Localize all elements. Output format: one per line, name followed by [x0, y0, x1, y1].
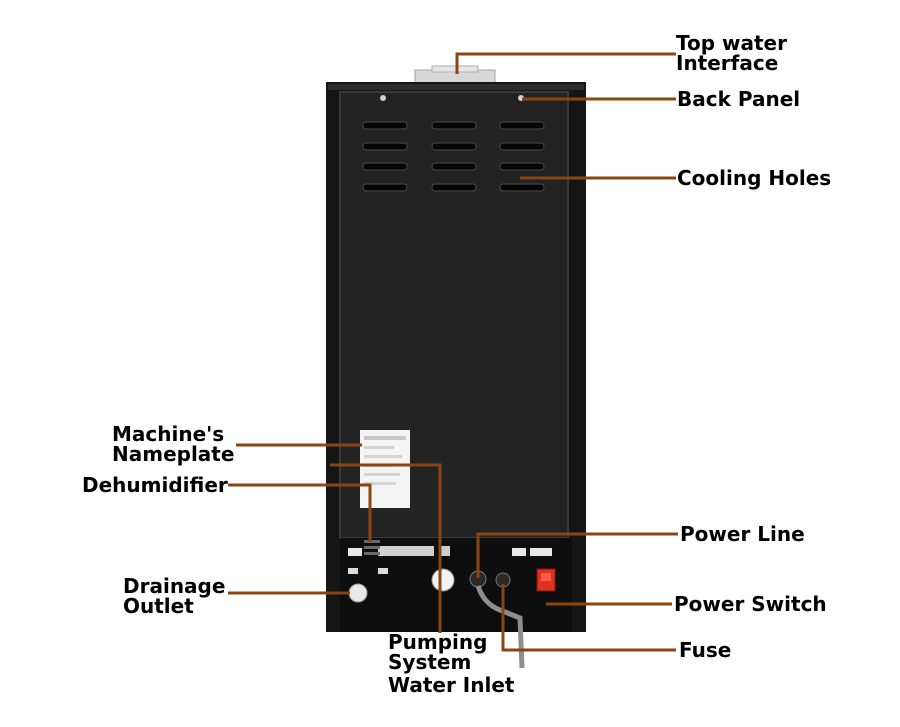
cooling-hole	[431, 142, 477, 151]
power-line-socket	[469, 570, 525, 669]
leader-dehumidifier	[228, 483, 372, 542]
leader-top-water-interface	[455, 52, 676, 74]
label-power-line-text: Power Line	[680, 522, 805, 546]
cooling-hole	[499, 121, 545, 130]
leader-power-line	[476, 532, 678, 578]
label-drainage-outlet: Drainage Outlet	[123, 576, 225, 616]
label-back-panel-text: Back Panel	[677, 87, 801, 111]
cooling-hole	[431, 162, 477, 171]
label-drainage-outlet-line2: Outlet	[123, 594, 194, 618]
leader-fuse	[501, 584, 676, 652]
machine-nameplate	[360, 430, 410, 508]
label-back-panel: Back Panel	[677, 89, 800, 109]
label-fuse-text: Fuse	[679, 638, 732, 662]
label-machine-nameplate-line1: Machine's	[112, 422, 225, 446]
leader-pumping-system-water-inlet	[330, 463, 442, 633]
leader-lines	[228, 52, 678, 652]
label-cooling-holes-text: Cooling Holes	[677, 166, 832, 190]
power-switch	[536, 568, 556, 592]
label-power-switch: Power Switch	[674, 594, 827, 614]
cooling-hole	[362, 142, 408, 151]
label-top-water-interface-line1: Top water	[676, 31, 787, 55]
label-top-water-interface: Top water Interface	[676, 33, 787, 73]
cooling-hole	[362, 121, 408, 130]
label-machine-nameplate: Machine's Nameplate	[112, 424, 238, 464]
label-dehumidifier: Dehumidifier	[82, 475, 228, 495]
label-pumping-line2: System	[388, 650, 472, 674]
cooling-hole	[499, 142, 545, 151]
label-fuse: Fuse	[679, 640, 731, 660]
cooling-holes-grid	[362, 121, 545, 192]
top-water-connector	[414, 65, 496, 85]
label-pumping-line1: Pumping	[388, 630, 488, 654]
dehumidifier-vent	[364, 540, 380, 555]
label-power-switch-text: Power Switch	[674, 592, 827, 616]
panel-screw	[380, 95, 386, 101]
cooling-hole	[362, 183, 408, 192]
water-inlet	[431, 568, 455, 592]
label-dehumidifier-text: Dehumidifier	[82, 473, 228, 497]
label-cooling-holes: Cooling Holes	[677, 168, 831, 188]
cooling-hole	[431, 121, 477, 130]
label-pumping-system-water-inlet: Pumping System Water Inlet	[388, 632, 514, 695]
drainage-outlet	[348, 583, 368, 603]
cooling-hole	[362, 162, 408, 171]
label-power-line: Power Line	[680, 524, 805, 544]
label-pumping-line3: Water Inlet	[388, 673, 515, 697]
label-drainage-outlet-line1: Drainage	[123, 574, 226, 598]
cooling-hole	[499, 183, 545, 192]
cooling-hole	[499, 162, 545, 171]
label-top-water-interface-line2: Interface	[676, 51, 779, 75]
label-machine-nameplate-line2: Nameplate	[112, 442, 235, 466]
cooling-hole	[431, 183, 477, 192]
